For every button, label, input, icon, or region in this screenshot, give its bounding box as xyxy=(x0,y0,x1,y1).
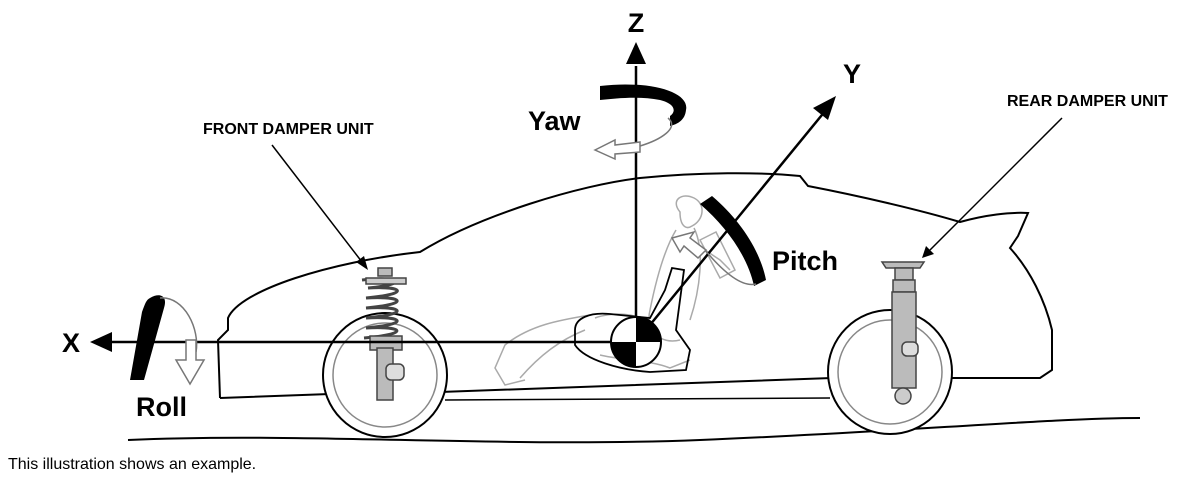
seat xyxy=(574,266,691,373)
ground-line xyxy=(127,417,1141,444)
rear-damper-unit-label: REAR DAMPER UNIT xyxy=(1007,93,1168,110)
roll-label: Roll xyxy=(136,392,187,422)
front-damper-unit-label: FRONT DAMPER UNIT xyxy=(203,121,374,138)
rear-wheel xyxy=(827,309,953,435)
yaw-label: Yaw xyxy=(528,106,582,136)
z-axis-arrowhead xyxy=(626,42,646,64)
steering-wheel xyxy=(698,230,736,280)
caption: This illustration shows an example. xyxy=(8,456,257,473)
rear-damper xyxy=(880,261,926,405)
center-of-gravity-icon xyxy=(610,316,662,368)
front-damper-leader-line xyxy=(271,144,363,263)
y-axis-label: Y xyxy=(843,59,861,89)
front-damper-leader-arrowhead xyxy=(356,256,368,270)
driver-figure xyxy=(494,195,731,386)
y-axis-arrowhead xyxy=(813,96,836,120)
rear-damper-leader-arrowhead xyxy=(922,246,934,258)
yaw-rotation-arrow-icon xyxy=(593,84,687,161)
pitch-rotation-arrow-icon xyxy=(670,196,766,286)
x-axis-label: X xyxy=(62,328,80,358)
rear-damper-leader-line xyxy=(929,117,1063,251)
pitch-label: Pitch xyxy=(772,246,838,276)
car-body-outline xyxy=(216,172,1053,399)
car-sill-line xyxy=(444,397,831,401)
x-axis-arrowhead xyxy=(90,332,112,352)
roll-rotation-arrow-icon xyxy=(130,295,206,386)
z-axis-label: Z xyxy=(628,8,645,38)
